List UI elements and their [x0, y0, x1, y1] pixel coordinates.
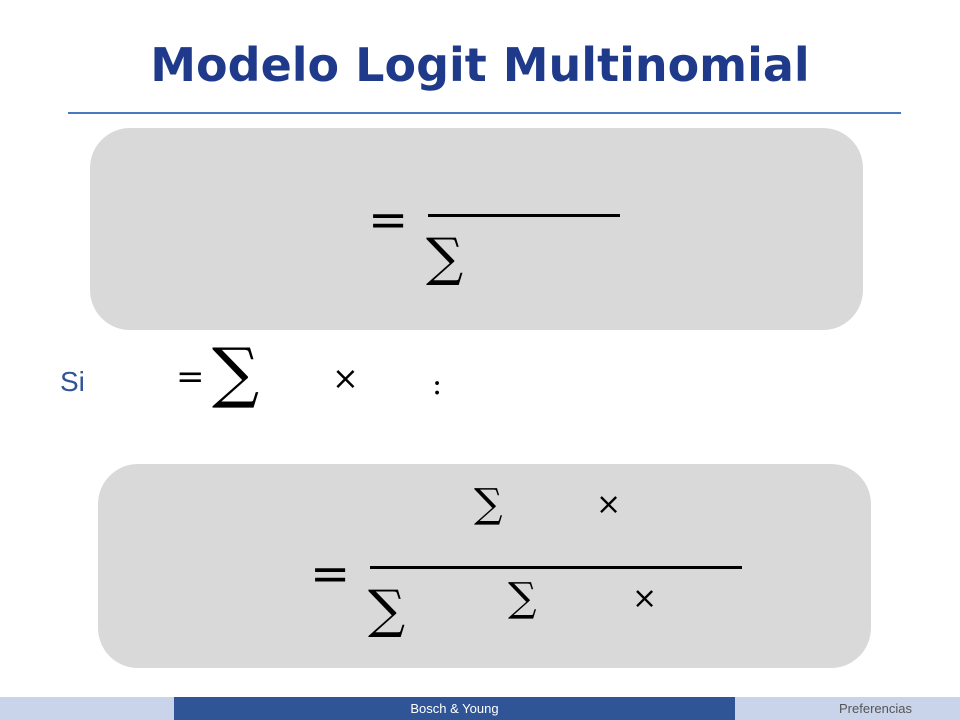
- formula-middle-colon: :: [432, 367, 443, 402]
- formula-middle-equals: =: [176, 357, 205, 397]
- footer-left-band: [0, 697, 174, 720]
- slide-title: Modelo Logit Multinomial: [150, 38, 810, 92]
- formula-bottom-denominator-inner-sum: ∑: [508, 575, 537, 621]
- formula-top-equals: =: [368, 192, 409, 248]
- footer-section: Preferencias: [735, 697, 960, 720]
- formula-middle-times: ×: [332, 359, 359, 397]
- formula-bottom-fraction-bar: [370, 566, 742, 569]
- formula-top-fraction-bar: [428, 214, 620, 217]
- condition-label: Si: [60, 366, 85, 397]
- formula-middle-sum: ∑: [212, 334, 260, 411]
- formula-panel-top: [90, 128, 863, 330]
- footer-section-label: Preferencias: [839, 701, 912, 716]
- formula-bottom-denominator-times: ×: [632, 581, 658, 616]
- formula-bottom-numerator-sum: ∑: [474, 481, 503, 527]
- formula-bottom-denominator-sum: ∑: [368, 580, 406, 640]
- formula-bottom-numerator-times: ×: [596, 487, 622, 522]
- slide-footer: Bosch & Young Preferencias: [0, 697, 960, 720]
- footer-author: Bosch & Young: [174, 697, 735, 720]
- formula-bottom-equals: =: [310, 546, 351, 602]
- formula-top-sum: ∑: [426, 228, 464, 288]
- title-divider: [68, 112, 901, 114]
